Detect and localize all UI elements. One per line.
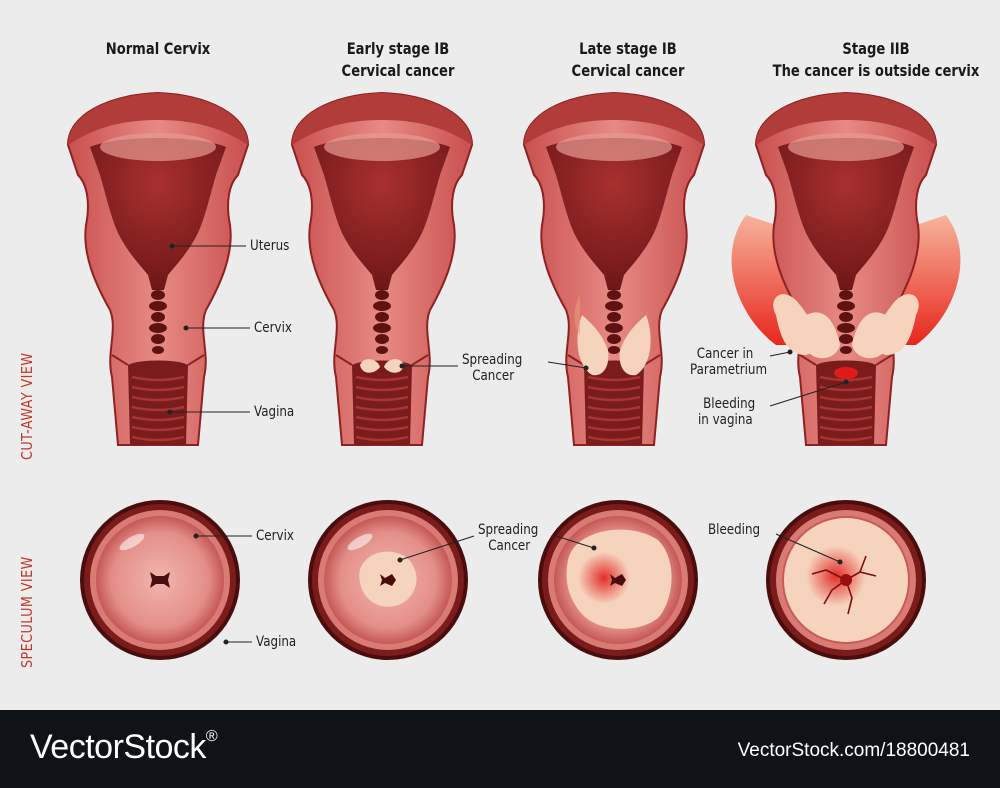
image-credit: VectorStock.com/18800481	[737, 740, 970, 761]
label-spec-vagina: Vagina	[256, 634, 297, 650]
uterus-normal	[66, 91, 250, 447]
disc-late	[538, 500, 698, 660]
pointer-lines	[167, 243, 849, 645]
label-uterus: Uterus	[250, 238, 290, 254]
side-label-cutaway: CUT-AWAY VIEW	[18, 352, 36, 460]
uterus-early	[290, 91, 474, 447]
label-cervix: Cervix	[254, 320, 292, 336]
label-spec-bleeding: Bleeding	[708, 522, 761, 538]
label-vagina: Vagina	[254, 404, 295, 420]
disc-normal	[80, 500, 240, 660]
side-label-speculum: SPECULUM VIEW	[18, 556, 36, 668]
label-spec-cervix: Cervix	[256, 528, 294, 544]
footer-bar: VectorStock® VectorStock.com/18800481	[0, 710, 1000, 788]
disc-stage2	[766, 500, 926, 660]
brand-logo: VectorStock®	[30, 728, 218, 766]
tumor	[360, 359, 404, 373]
uterus-late	[522, 91, 706, 447]
disc-early	[308, 500, 468, 660]
title-normal: Normal Cervix	[105, 39, 211, 58]
uterus-stage2	[731, 91, 961, 447]
diagram-art	[66, 91, 961, 660]
